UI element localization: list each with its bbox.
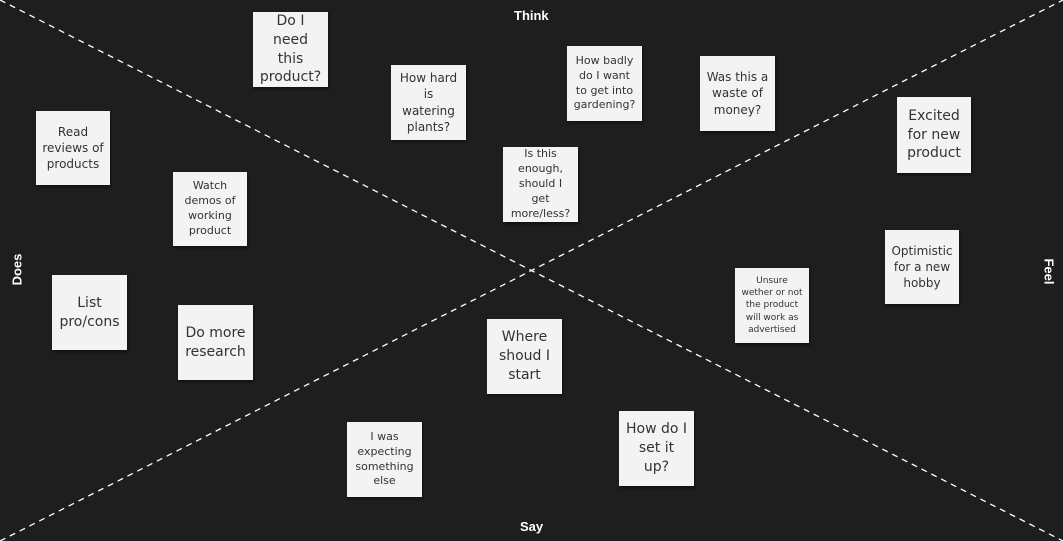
say-label: Say [520, 519, 544, 534]
sticky-note[interactable]: I was expecting something else [347, 422, 422, 497]
sticky-note[interactable]: Do I need this product? [253, 12, 328, 87]
sticky-note[interactable]: Read reviews of products [36, 111, 110, 185]
sticky-note[interactable]: Excited for new product [897, 97, 971, 173]
sticky-note[interactable]: List pro/cons [52, 275, 127, 350]
think-label: Think [514, 8, 549, 23]
sticky-note[interactable]: How badly do I want to get into gardenin… [567, 46, 642, 121]
sticky-note[interactable]: Was this a waste of money? [700, 56, 775, 131]
sticky-note[interactable]: Optimistic for a new hobby [885, 230, 959, 304]
sticky-note[interactable]: Do more research [178, 305, 253, 380]
feel-label: Feel [1041, 258, 1057, 285]
sticky-note[interactable]: How hard is watering plants? [391, 65, 466, 140]
sticky-note[interactable]: Unsure wether or not the product will wo… [735, 268, 809, 343]
sticky-note[interactable]: Where shoud I start [487, 319, 562, 394]
sticky-note[interactable]: Watch demos of working product [173, 172, 247, 246]
does-label: Does [9, 253, 25, 286]
sticky-note[interactable]: How do I set it up? [619, 411, 694, 486]
sticky-note[interactable]: Is this enough, should I get more/less? [503, 147, 578, 222]
